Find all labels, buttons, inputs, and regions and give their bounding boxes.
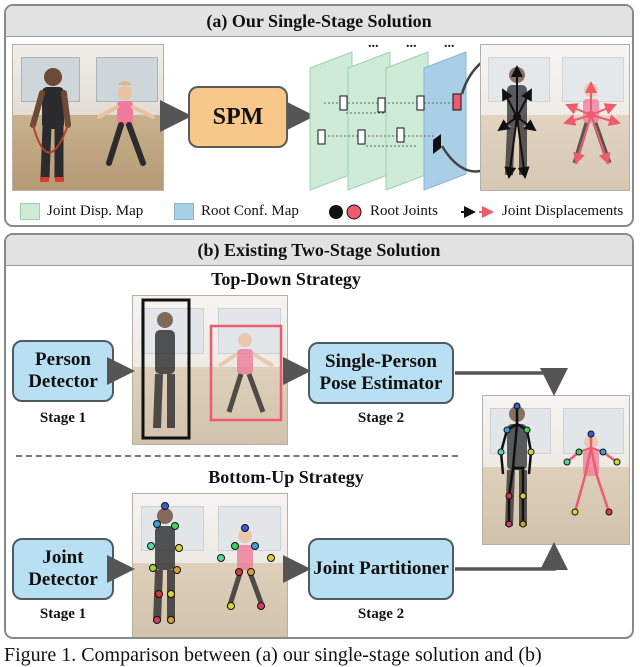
black-displacement-arrows [497,65,537,179]
joint-partitioner-box: Joint Partitioner [308,538,454,600]
output-photo [480,44,630,191]
input-photo [12,44,164,191]
woman-bounding-box [209,324,283,422]
dots-1: ... [368,36,379,51]
swatch-blue [174,203,194,220]
top-down-stage-1: Stage 1 [39,410,87,426]
woman-figure [97,81,155,166]
swatch-green [20,203,40,220]
man-bounding-box [141,298,191,440]
top-down-stage-2: Stage 2 [357,410,405,426]
two-stage-output-photo [482,395,630,545]
figure-caption: Figure 1. Comparison between (a) our sin… [4,644,542,666]
arrow-partitioner-to-output [455,542,568,571]
black-root-marker [433,134,441,154]
detected-joints [147,502,275,624]
top-down-photo [132,295,288,445]
panel-b-title: (b) Existing Two-Stage Solution [6,235,632,266]
panel-a-arrows [160,100,315,132]
pink-root-marker [452,93,462,111]
bottom-up-stage-2: Stage 2 [357,606,405,622]
panel-two-stage: (b) Existing Two-Stage Solution Top-Down… [4,233,634,639]
arrow-estimator-to-output [455,368,568,396]
legend-joint-disp-map: Joint Disp. Map [20,203,143,220]
bottom-up-title: Bottom-Up Strategy [208,467,364,487]
spm-box: SPM [188,86,288,148]
panel-a-title: (a) Our Single-Stage Solution [6,6,632,37]
person-detector-box: Person Detector [12,340,114,402]
pink-displacement-arrows [563,81,621,165]
root-conf-map [423,51,467,191]
strategy-separator [16,455,458,457]
legend-joint-displacements: Joint Displacements [460,203,623,220]
map-stack [309,50,563,191]
root-joint-dots [329,204,362,219]
dots-2: ... [406,36,417,51]
man-figure [30,68,71,182]
displacement-arrows-icon [461,205,494,218]
pose-estimator-box: Single-Person Pose Estimator [308,342,454,404]
dots-3: ... [444,36,455,51]
output-joints [497,402,621,528]
joint-detector-box: Joint Detector [12,538,114,600]
bottom-up-photo [132,493,288,637]
legend-root-conf-map: Root Conf. Map [174,203,299,220]
panel-single-stage: (a) Our Single-Stage Solution [4,4,634,227]
joint-disp-map-2 [347,51,391,191]
top-down-title: Top-Down Strategy [211,269,361,289]
panel-b-arrows [107,357,568,583]
joint-disp-map-1 [309,51,353,191]
bottom-up-stage-1: Stage 1 [39,606,87,622]
legend-root-joints: Root Joints [328,203,438,220]
joint-disp-map-3 [385,51,429,191]
